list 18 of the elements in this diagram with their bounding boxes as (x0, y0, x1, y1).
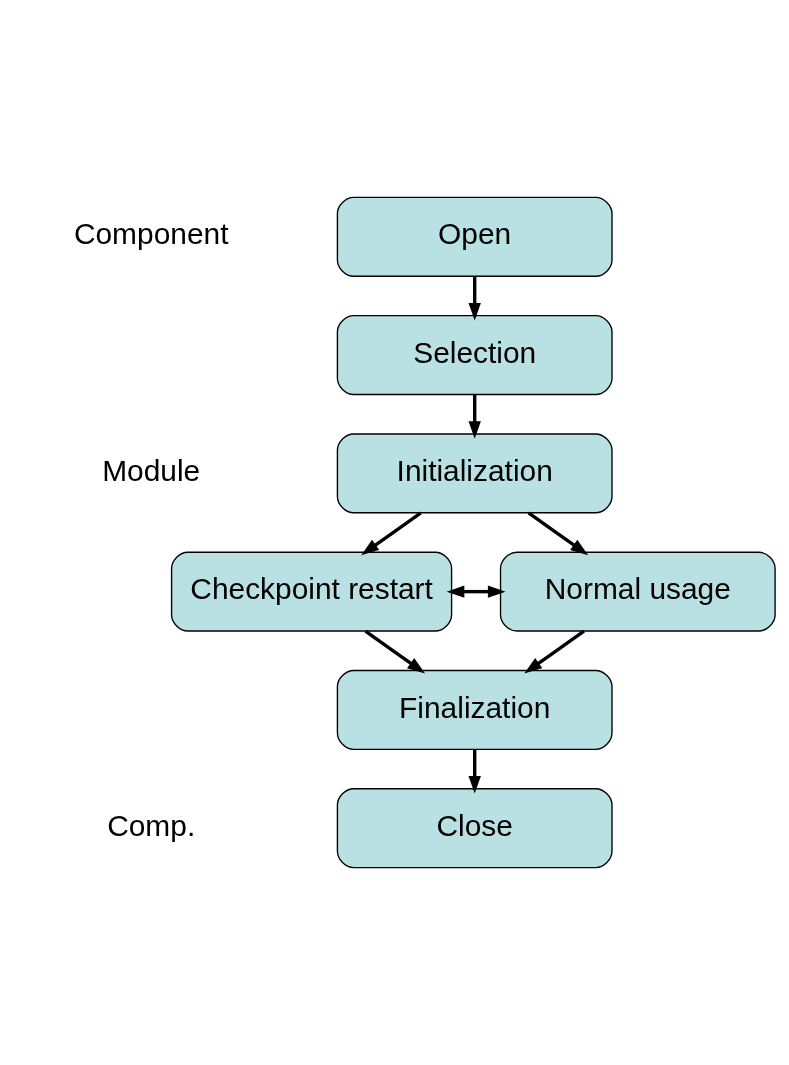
node-box: Selection (336, 315, 613, 396)
arrow (446, 585, 506, 598)
node-box: Checkpoint restart (170, 551, 453, 632)
arrow (468, 394, 481, 439)
arrow (361, 511, 422, 556)
arrow (468, 749, 481, 794)
arrow (364, 629, 426, 674)
node-box: Open (336, 196, 613, 277)
arrow (524, 629, 585, 674)
node-box: Normal usage (499, 551, 776, 632)
node-box: Finalization (336, 669, 613, 750)
node-box: Close (336, 788, 613, 869)
arrow (468, 276, 481, 321)
label: Component (73, 217, 229, 251)
node-box: Initialization (336, 433, 613, 514)
label: Comp. (107, 808, 196, 842)
arrow (527, 511, 589, 556)
label: Module (102, 453, 201, 487)
